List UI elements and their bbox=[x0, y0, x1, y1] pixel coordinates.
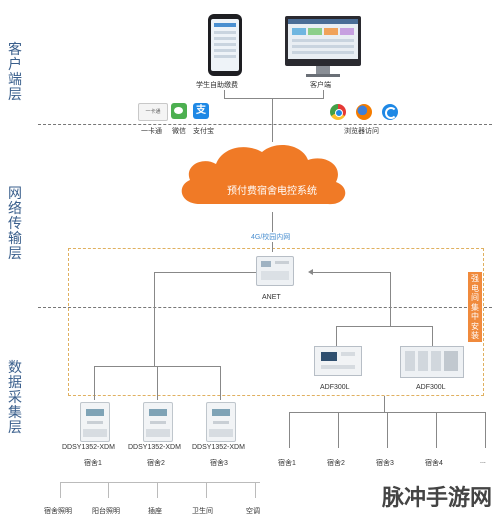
adf-bus bbox=[336, 326, 432, 327]
meter-model-label: DDSY1352-XDM bbox=[128, 444, 181, 451]
anet-label: ANET bbox=[262, 294, 281, 301]
chrome-icon bbox=[330, 104, 346, 120]
load-label: 空调 bbox=[246, 508, 260, 515]
ie-icon bbox=[382, 104, 398, 120]
firefox-icon bbox=[356, 104, 372, 120]
right-branch-drop bbox=[390, 272, 391, 326]
central-cabinet-box bbox=[68, 248, 484, 396]
meter-2 bbox=[143, 402, 173, 442]
anet-gateway bbox=[256, 256, 294, 286]
anet-right-link bbox=[312, 272, 390, 273]
meter1-drop bbox=[94, 366, 95, 400]
room-right-label: 宿舍1 bbox=[278, 460, 296, 467]
browser-label: 浏览器访问 bbox=[344, 128, 379, 135]
alipay-label: 支付宝 bbox=[193, 128, 214, 135]
adf300l-label-2: ADF300L bbox=[416, 384, 446, 391]
room-r5-drop bbox=[485, 412, 486, 448]
side-note: 强电间集中安装 bbox=[468, 272, 482, 342]
pc-label: 客户端 bbox=[310, 82, 331, 89]
client-bracket bbox=[224, 98, 324, 99]
room-left-label: 宿舍3 bbox=[210, 460, 228, 467]
right-bus-feed bbox=[384, 396, 385, 412]
load-drop-4 bbox=[206, 482, 207, 498]
meter-1 bbox=[80, 402, 110, 442]
room-right-label: ... bbox=[480, 458, 486, 465]
load-label: 插座 bbox=[148, 508, 162, 515]
load-label: 卫生间 bbox=[192, 508, 213, 515]
room-left-label: 宿舍1 bbox=[84, 460, 102, 467]
client-trunk bbox=[272, 98, 273, 142]
adf1-drop bbox=[336, 326, 337, 346]
pc-base bbox=[306, 74, 340, 77]
adf300l-device-1 bbox=[314, 346, 362, 376]
meter-3 bbox=[206, 402, 236, 442]
phone-connector bbox=[224, 90, 225, 98]
phone-device bbox=[208, 14, 242, 76]
data-layer-label: 数据采集层 bbox=[8, 359, 22, 435]
room-r4-drop bbox=[436, 412, 437, 448]
cloud-shape bbox=[181, 145, 346, 205]
wechat-label: 微信 bbox=[172, 128, 186, 135]
adf2-drop bbox=[432, 326, 433, 346]
meter3-drop bbox=[220, 366, 221, 400]
room-left-label: 宿舍2 bbox=[147, 460, 165, 467]
load-drop-1 bbox=[60, 482, 61, 498]
adf300l-device-2 bbox=[400, 346, 464, 378]
room-r2-drop bbox=[338, 412, 339, 448]
client-layer-label: 客户端层 bbox=[8, 41, 22, 102]
room-right-label: 宿舍3 bbox=[376, 460, 394, 467]
alipay-icon: 支 bbox=[193, 103, 209, 119]
room-r1-drop bbox=[289, 412, 290, 448]
pc-connector bbox=[323, 90, 324, 98]
adf300l-label-1: ADF300L bbox=[320, 384, 350, 391]
meter-model-label: DDSY1352-XDM bbox=[62, 444, 115, 451]
load-label: 宿舍照明 bbox=[44, 508, 72, 515]
room-r3-drop bbox=[387, 412, 388, 448]
load-drop-3 bbox=[157, 482, 158, 498]
loads-bus bbox=[60, 482, 260, 483]
meter-model-label: DDSY1352-XDM bbox=[192, 444, 245, 451]
meter2-drop bbox=[157, 366, 158, 400]
card-label: 一卡通 bbox=[141, 128, 162, 135]
room-right-label: 宿舍4 bbox=[425, 460, 443, 467]
network-layer-label: 网络传输层 bbox=[8, 185, 22, 261]
separator-network-data bbox=[38, 307, 492, 308]
load-drop-2 bbox=[108, 482, 109, 498]
load-drop-5 bbox=[255, 482, 256, 498]
link-label: 4G/校园内网 bbox=[249, 232, 293, 242]
room-right-label: 宿舍2 bbox=[327, 460, 345, 467]
wechat-icon bbox=[171, 103, 187, 119]
phone-label: 学生自助缴费 bbox=[196, 82, 238, 89]
pc-monitor bbox=[285, 16, 361, 66]
phone-screen bbox=[211, 19, 239, 71]
cloud-title: 预付费宿舍电控系统 bbox=[227, 186, 317, 197]
anet-right-arrow bbox=[308, 269, 313, 275]
pc-stand bbox=[316, 66, 330, 74]
separator-client-network bbox=[38, 124, 492, 125]
watermark-text: 脉冲手游网 bbox=[381, 486, 492, 511]
anet-left-link bbox=[154, 272, 256, 273]
load-label: 阳台照明 bbox=[92, 508, 120, 515]
left-branch-drop bbox=[154, 272, 155, 366]
card-icon: 一卡通 bbox=[138, 103, 168, 121]
pc-screen bbox=[288, 19, 358, 59]
